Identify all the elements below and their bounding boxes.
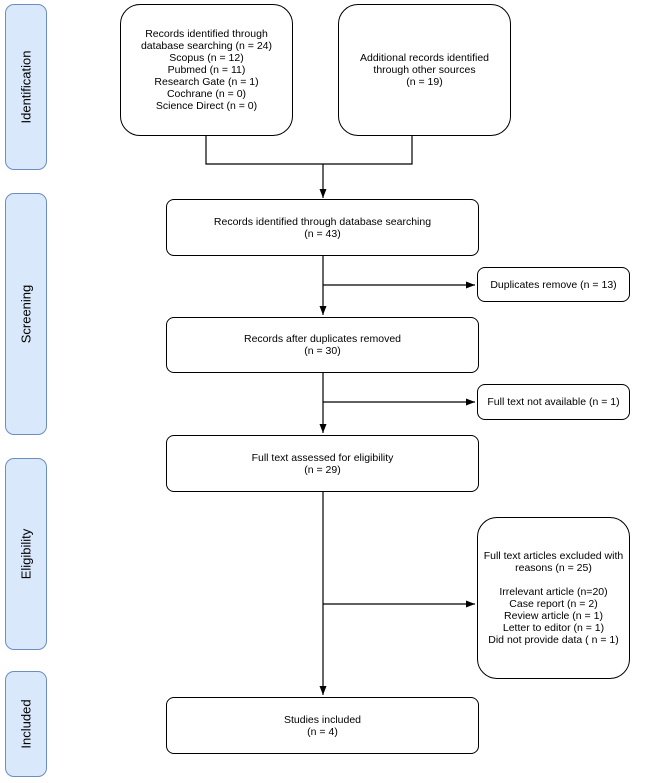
database-records-text-line: Records identified through (145, 28, 268, 40)
studies-included-text-line: Studies included (283, 713, 362, 726)
connector-identification-merge (205, 136, 413, 165)
excluded-text-line: Case report (n = 2) (509, 598, 598, 610)
additional-records-text-line: (n = 19) (406, 76, 443, 88)
full-text-not-available-box: Full text not available (n = 1) (477, 384, 630, 420)
database-records-text-line: Scopus (n = 12) (169, 52, 244, 64)
excluded-text-line: Review article (n = 1) (504, 610, 603, 622)
duplicates-removed-text-line: Duplicates remove (n = 13) (490, 278, 617, 291)
records-identified-text-line: Records identified through database sear… (213, 215, 432, 228)
database-records-text-line: Pubmed (n = 11) (167, 64, 246, 76)
phase-identification: Identification (5, 4, 47, 170)
records-identified-text-line: (n = 43) (304, 227, 341, 240)
phase-screening: Screening (5, 193, 47, 435)
full-text-assessed-text-line: (n = 29) (304, 463, 341, 476)
after-duplicates-text-line: (n = 30) (304, 345, 341, 357)
excluded-text-line: reasons (n = 25) (515, 562, 592, 574)
phase-included: Included (5, 671, 47, 777)
after-duplicates-box: Records after duplicates removed(n = 30) (166, 317, 479, 373)
after-duplicates-text-line: Records after duplicates removed (244, 333, 401, 345)
additional-records-text-line: through other sources (373, 64, 476, 76)
excluded-text-line: Full text articles excluded with (483, 550, 624, 562)
phase-eligibility: Eligibility (5, 458, 47, 650)
duplicates-removed-box: Duplicates remove (n = 13) (477, 267, 630, 302)
excluded-text-line: Did not provide data ( n = 1) (488, 634, 619, 646)
full-text-assessed-box: Full text assessed for eligibility(n = 2… (166, 435, 479, 492)
studies-included-box: Studies included(n = 4) (166, 697, 479, 754)
database-records-text-line: Science Direct (n = 0) (155, 100, 258, 112)
database-records-text-line: Research Gate (n = 1) (154, 76, 259, 88)
database-records-text-line: Cochrane (n = 0) (166, 88, 247, 100)
full-text-not-available-text-line: Full text not available (n = 1) (487, 396, 620, 408)
excluded-text-line: Letter to editor (n = 1) (502, 622, 605, 634)
database-records-text-line: database searching (n = 24) (140, 40, 273, 52)
excluded-text-line: Irrelevant article (n=20) (499, 586, 608, 598)
additional-records-text-line: Additional records identified (360, 52, 489, 64)
studies-included-text-line: (n = 4) (307, 725, 338, 738)
records-identified-box: Records identified through database sear… (166, 199, 479, 256)
full-text-assessed-text-line: Full text assessed for eligibility (251, 451, 394, 464)
